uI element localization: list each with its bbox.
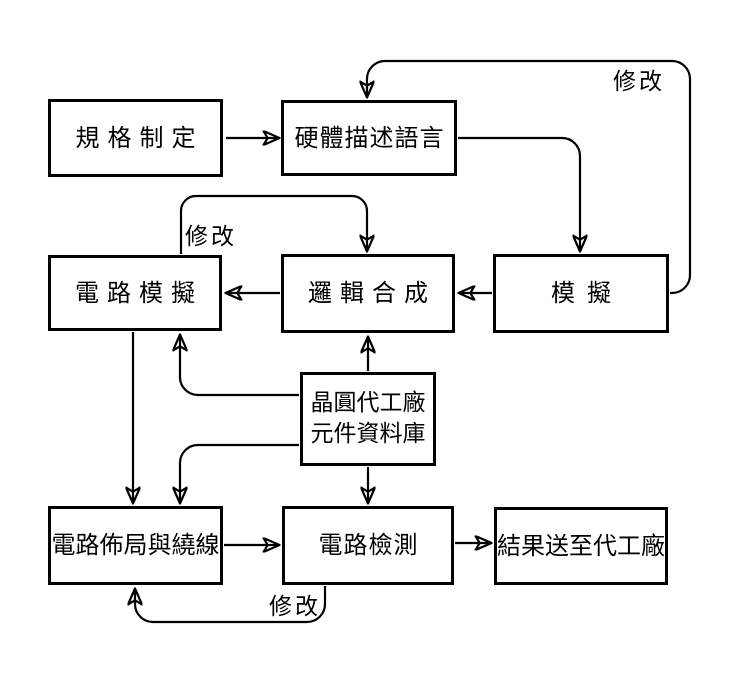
node-circuit-simulation-label: 電路模擬: [75, 278, 203, 307]
node-circuit-simulation: 電路模擬: [48, 255, 222, 331]
edge-foundrydb-to-layout: [180, 443, 299, 503]
node-specification-label: 規格制定: [75, 123, 204, 152]
node-logic-synthesis: 邏輯合成: [281, 254, 455, 333]
node-simulation: 模擬: [493, 254, 669, 333]
node-hardware-description-language: 硬體描述語言: [281, 100, 457, 176]
edge-label-modify-mid: 修改: [185, 224, 237, 250]
node-circuit-test-label: 電路檢測: [318, 531, 419, 560]
node-layout-and-routing: 電路佈局與繞線: [48, 506, 223, 585]
node-foundry-db-line2: 元件資料庫: [310, 421, 426, 447]
node-result-to-foundry: 結果送至代工廠: [494, 507, 668, 585]
edge-hdl-to-sim: [458, 136, 580, 251]
edge-circuittest-to-layout-feedback: [135, 586, 327, 624]
node-result-to-foundry-label: 結果送至代工廠: [497, 531, 665, 560]
edge-label-modify-top: 修改: [613, 69, 665, 95]
node-circuit-test: 電路檢測: [282, 506, 454, 585]
node-hdl-label: 硬體描述語言: [294, 123, 445, 152]
node-foundry-component-database: 晶圓代工廠 元件資料庫: [300, 372, 436, 466]
node-logic-synthesis-label: 邏輯合成: [308, 279, 436, 308]
node-layout-and-routing-label: 電路佈局與繞線: [51, 531, 220, 560]
edge-circuitsim-to-logic-feedback: [179, 194, 367, 254]
edge-label-modify-bottom: 修改: [269, 594, 321, 620]
edge-foundrydb-to-circuitsim: [180, 335, 299, 397]
node-simulation-label: 模擬: [551, 279, 623, 308]
node-foundry-db-line1: 晶圓代工廠: [310, 389, 426, 416]
edge-sim-to-hdl-feedback: [367, 59, 692, 295]
node-specification: 規格制定: [48, 99, 223, 177]
